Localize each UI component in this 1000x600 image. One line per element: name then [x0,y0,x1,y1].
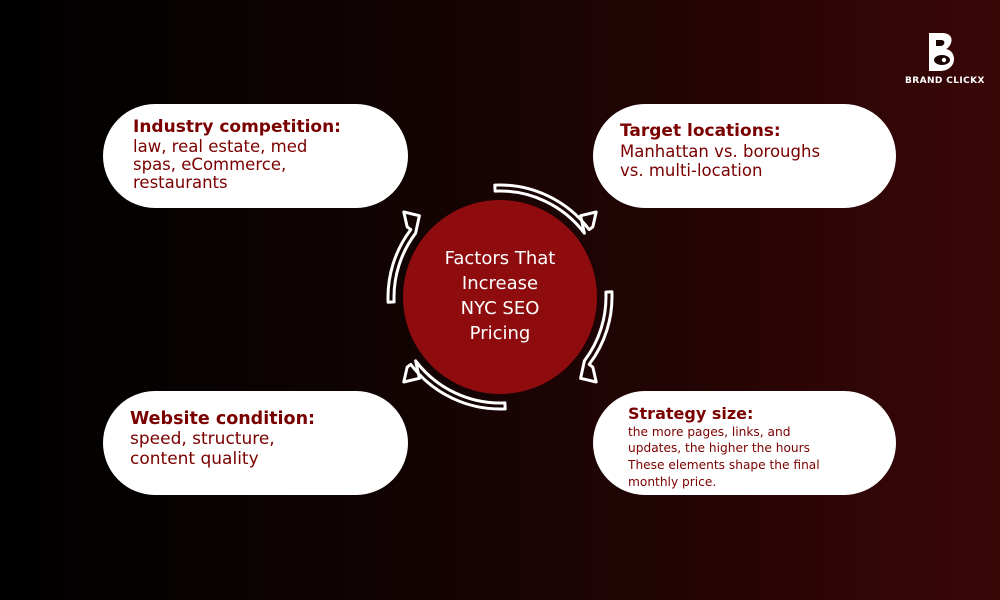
brand-logo: BRAND CLICKX [905,30,985,90]
card-body-line: restaurants [133,173,228,193]
card-title: Strategy size: [628,404,754,423]
card-body-line: speed, structure, [130,429,275,450]
hub-title-line: Factors That [444,248,556,270]
hub-circle [403,200,597,394]
card-target-locations: Target locations: Manhattan vs. boroughs… [593,104,896,208]
brand-name: BRAND CLICKX [905,76,985,86]
hub-title-line: NYC SEO [460,298,540,319]
card-body-line: updates, the higher the hours [628,441,811,456]
card-industry-competition: Industry competition: law, real estate, … [103,104,408,208]
hub-title: Factors That Increase NYC SEO Pricing [420,237,580,357]
card-title: Website condition: [130,409,316,429]
card-title: Industry competition: [133,117,341,137]
card-body-line: These elements shape the final [628,457,820,472]
card-body-line: monthly price. [628,474,717,489]
card-body-line: vs. multi-location [620,161,763,180]
card-website-condition: Website condition: speed, structure, con… [103,391,408,495]
card-body-line: the more pages, links, and [628,424,791,439]
card-body-line: Manhattan vs. boroughs [620,141,821,161]
card-title: Target locations: [620,121,781,141]
hub-title-line: Increase [461,273,539,295]
card-body-line: law, real estate, med [133,136,308,156]
cycle-arrow-icon [386,183,614,411]
brand-logo-icon [929,33,954,71]
card-body-line: content quality [130,449,259,470]
card-body-line: spas, eCommerce, [133,155,287,174]
card-strategy-size: Strategy size: the more pages, links, an… [593,391,896,495]
hub-title-line: Pricing [469,322,531,344]
